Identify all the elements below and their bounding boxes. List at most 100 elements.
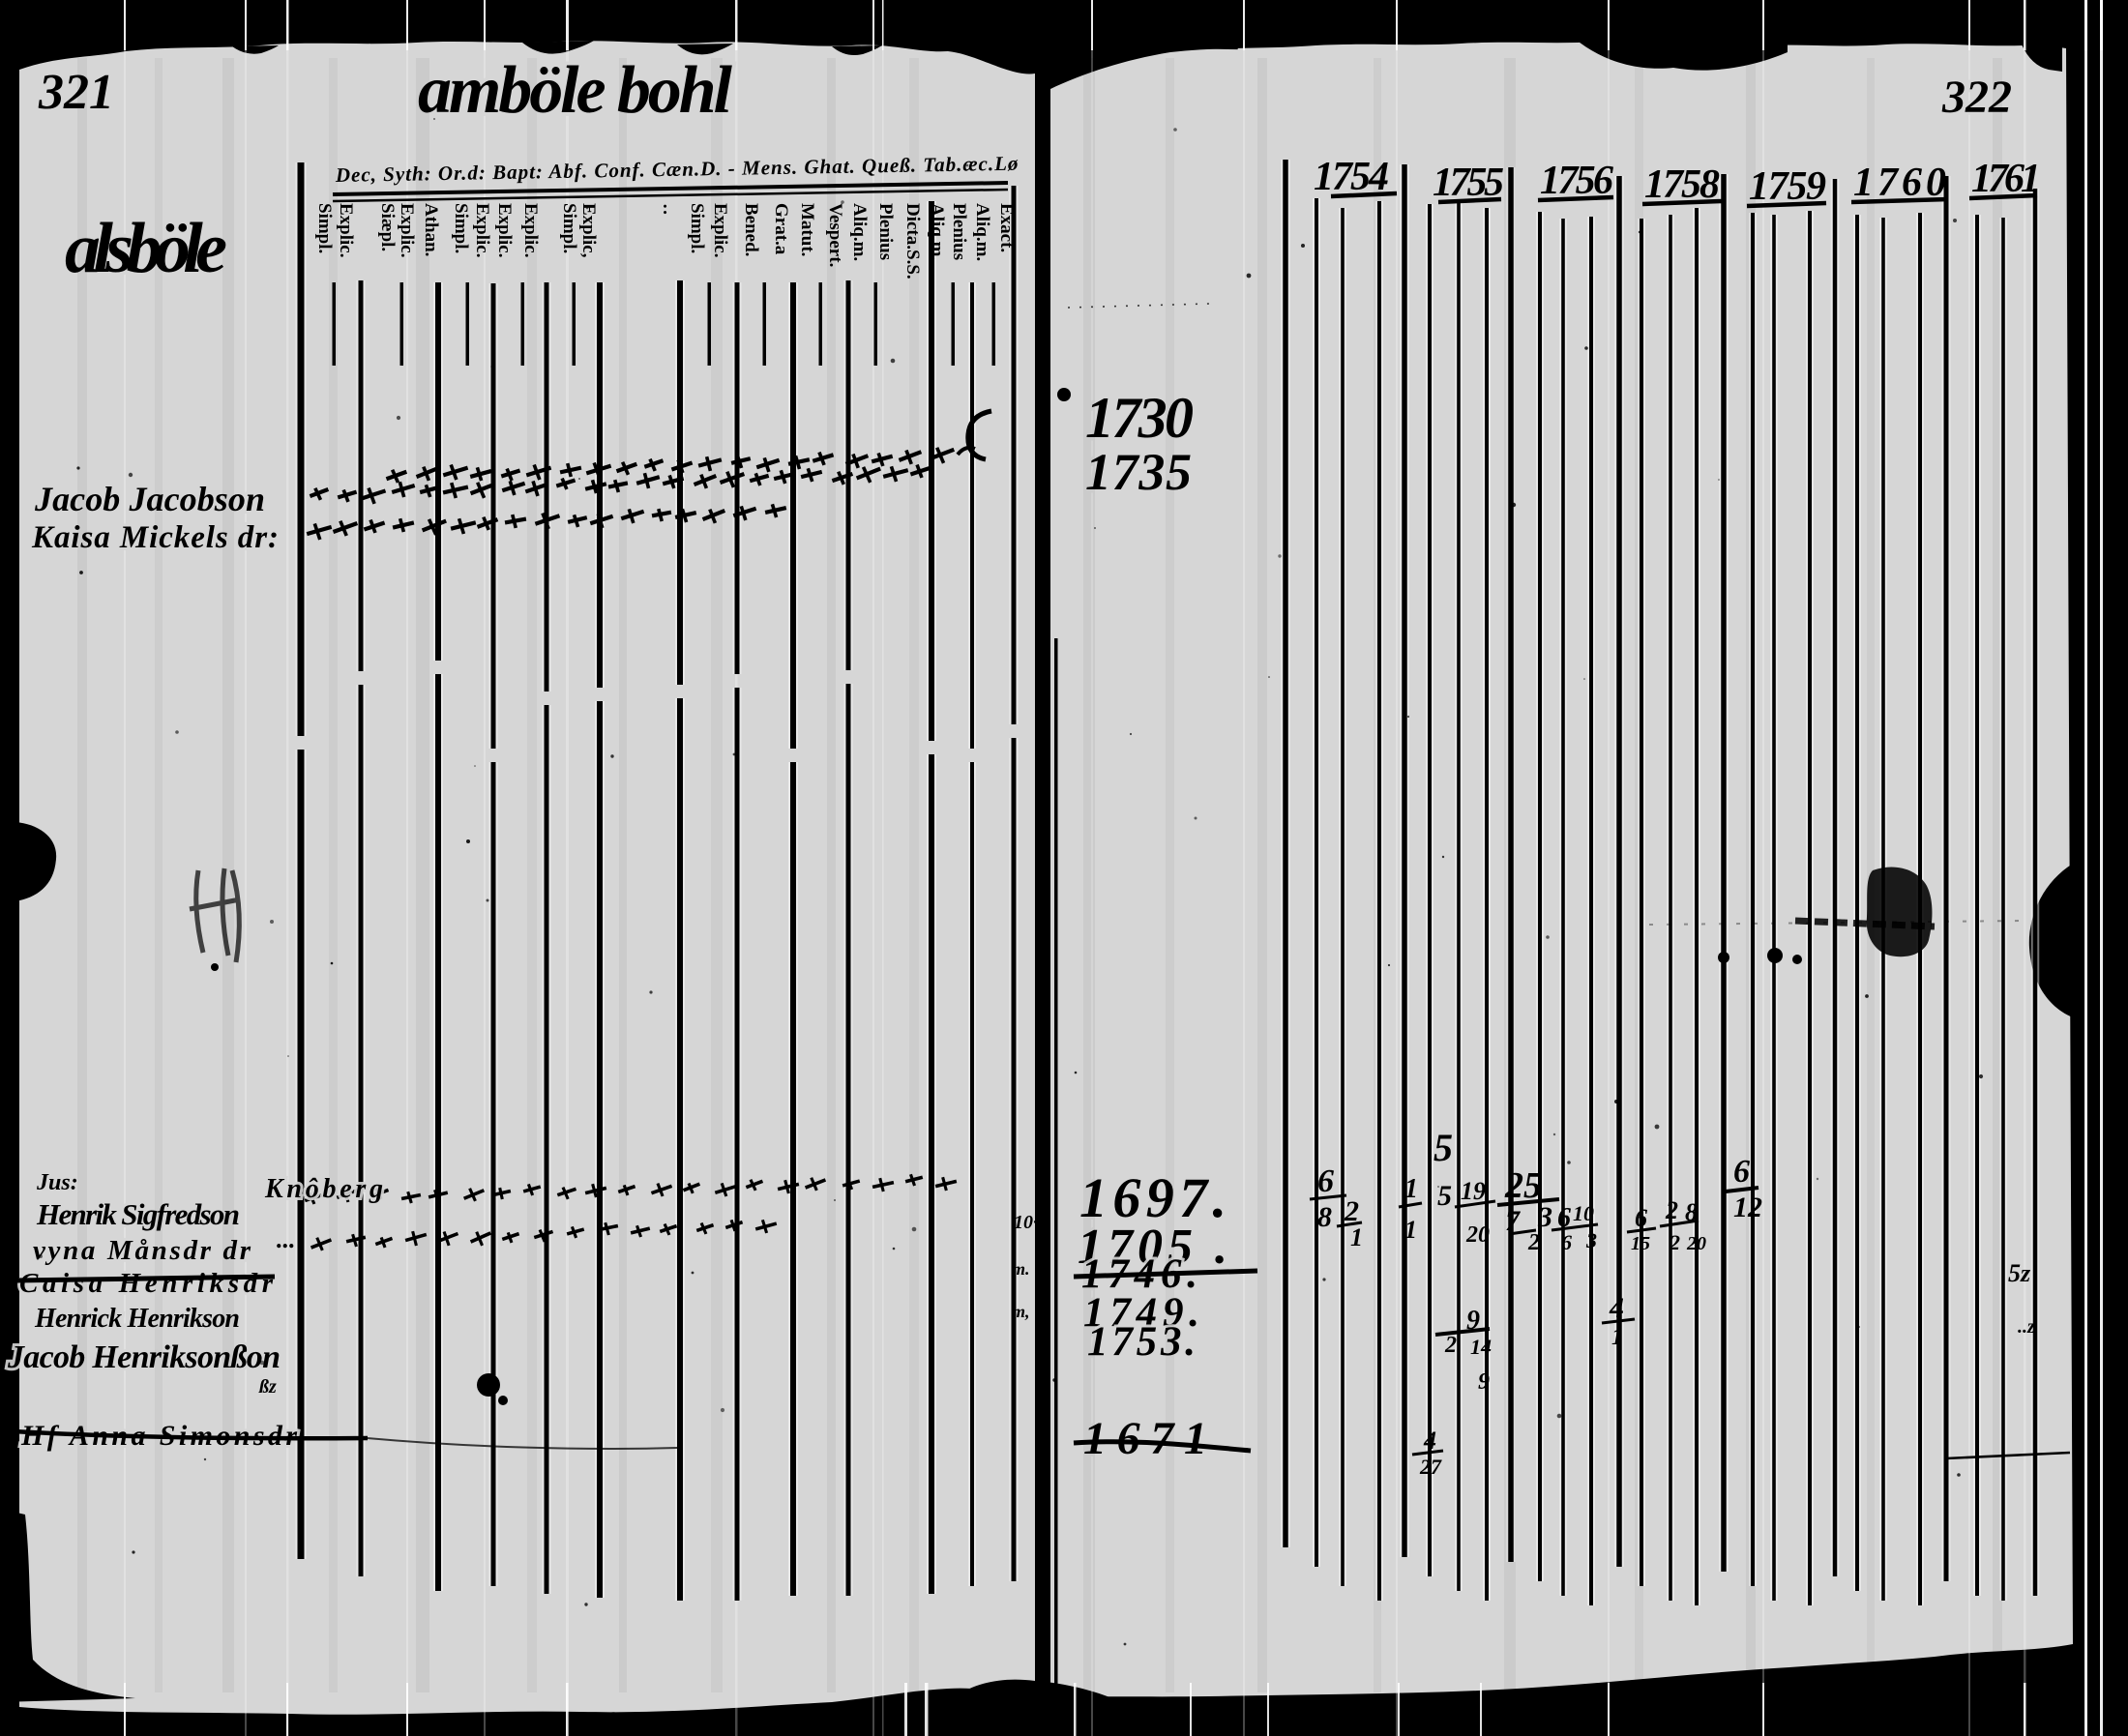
svg-text:322: 322 — [1941, 72, 2012, 123]
svg-text:Jacob Jacobson: Jacob Jacobson — [34, 480, 265, 518]
svg-text:Exact.: Exact. — [996, 203, 1017, 252]
svg-text:4: 4 — [1609, 1292, 1624, 1324]
svg-text:Jacob Henriksonßon: Jacob Henriksonßon — [7, 1339, 281, 1375]
svg-text:6: 6 — [1635, 1204, 1647, 1232]
svg-text:1735: 1735 — [1085, 443, 1192, 501]
svg-text:alsböle: alsböle — [65, 209, 227, 288]
svg-text:Simpl.: Simpl. — [451, 203, 471, 253]
svg-text:Henrik Sigfredson: Henrik Sigfredson — [36, 1197, 240, 1231]
svg-text:Aliq.m.: Aliq.m. — [849, 203, 870, 261]
svg-text:1: 1 — [1404, 1174, 1418, 1204]
svg-text:ßz: ßz — [258, 1376, 277, 1398]
svg-text:2: 2 — [1669, 1230, 1680, 1254]
svg-text:Knôberg: Knôberg — [264, 1174, 383, 1204]
svg-text:Grat.a: Grat.a — [771, 203, 791, 255]
svg-text:Explic.: Explic. — [336, 203, 356, 257]
svg-text:8: 8 — [1317, 1201, 1332, 1233]
svg-text:Simpl.: Simpl. — [314, 203, 335, 253]
svg-text:1: 1 — [1611, 1325, 1623, 1350]
svg-text:Caisa Henriksdr: Caisa Henriksdr — [19, 1268, 274, 1299]
svg-text:Siæpl.: Siæpl. — [377, 203, 398, 251]
svg-text:5: 5 — [1433, 1126, 1453, 1169]
svg-text:Simpl.: Simpl. — [687, 203, 707, 253]
svg-text:Aliq.m.: Aliq.m. — [972, 203, 992, 261]
svg-text:··: ·· — [654, 203, 674, 216]
svg-text:27: 27 — [1419, 1455, 1442, 1479]
svg-text:Henrick Henrikson: Henrick Henrikson — [34, 1304, 240, 1334]
svg-text:Explic.: Explic. — [520, 203, 541, 257]
svg-text:Jus:: Jus: — [36, 1170, 78, 1195]
svg-text:321: 321 — [38, 65, 114, 120]
svg-text:10: 10 — [1573, 1201, 1594, 1225]
svg-text:alsböle: alsböle — [65, 209, 227, 288]
svg-text:2: 2 — [1444, 1333, 1457, 1358]
svg-text:10·r: 10·r — [1014, 1212, 1046, 1233]
svg-text:...: ... — [276, 1225, 295, 1253]
svg-text:Jacob Henriksonßon: Jacob Henriksonßon — [7, 1339, 281, 1375]
svg-text:vyna Månsdr dr: vyna Månsdr dr — [33, 1235, 251, 1266]
svg-text:Henrick Henrikson: Henrick Henrikson — [34, 1304, 240, 1334]
svg-text:2: 2 — [1665, 1196, 1678, 1224]
svg-text:Explic.: Explic. — [472, 203, 492, 257]
svg-text:8: 8 — [1685, 1198, 1698, 1226]
svg-text:7: 7 — [1505, 1205, 1521, 1237]
svg-text:amböle bohl: amböle bohl — [418, 53, 733, 128]
svg-text:6: 6 — [1561, 1230, 1572, 1254]
svg-text:1697.: 1697. — [1079, 1166, 1227, 1229]
svg-text:Explic.: Explic. — [397, 203, 417, 257]
svg-text:Dicta.S.S.: Dicta.S.S. — [902, 203, 923, 280]
svg-text:Explic,: Explic, — [578, 203, 599, 258]
svg-text:3: 3 — [1537, 1201, 1552, 1233]
svg-text:9: 9 — [1466, 1306, 1480, 1336]
svg-text:..z: ..z — [2018, 1316, 2035, 1338]
svg-text:1730: 1730 — [1085, 386, 1194, 450]
svg-text:5: 5 — [1437, 1180, 1452, 1212]
svg-text:Athan.: Athan. — [421, 203, 441, 256]
svg-text:Matut.: Matut. — [797, 203, 817, 256]
svg-text:Jacob Jacobson: Jacob Jacobson — [34, 480, 265, 518]
svg-text:amböle bohl: amböle bohl — [418, 53, 733, 128]
svg-text:1: 1 — [1350, 1223, 1363, 1251]
svg-text:1753.: 1753. — [1087, 1319, 1196, 1365]
svg-text:m.: m. — [1012, 1259, 1030, 1279]
svg-text:19: 19 — [1461, 1177, 1486, 1205]
svg-text:Aliq.m.: Aliq.m. — [927, 203, 947, 261]
svg-text:Plenius: Plenius — [875, 203, 896, 260]
svg-text:4: 4 — [1423, 1427, 1436, 1455]
svg-text:Kaisa Mickels dr:: Kaisa Mickels dr: — [31, 520, 279, 555]
svg-text:1749.: 1749. — [1083, 1290, 1199, 1336]
svg-text:Vespert.: Vespert. — [825, 203, 845, 267]
svg-text:Plenius: Plenius — [949, 203, 969, 260]
svg-text:1730: 1730 — [1085, 386, 1194, 450]
svg-text:12: 12 — [1733, 1192, 1762, 1223]
svg-text:322: 322 — [1941, 72, 2012, 123]
svg-text:Bened.: Bened. — [741, 203, 761, 256]
svg-text:Simpl.: Simpl. — [559, 203, 579, 253]
svg-text:6: 6 — [1733, 1154, 1750, 1190]
svg-text:2: 2 — [1527, 1230, 1540, 1255]
svg-text:ßz: ßz — [258, 1376, 277, 1398]
svg-text:15: 15 — [1631, 1233, 1650, 1254]
svg-text:20: 20 — [1686, 1233, 1706, 1254]
svg-text:9: 9 — [1478, 1369, 1490, 1395]
svg-text:321: 321 — [38, 65, 114, 120]
svg-text:3: 3 — [1585, 1228, 1597, 1252]
svg-text:1754: 1754 — [1314, 155, 1389, 199]
svg-text:1: 1 — [1404, 1216, 1417, 1244]
svg-text:m,: m, — [1012, 1302, 1030, 1321]
svg-text:20: 20 — [1465, 1222, 1490, 1248]
svg-text:Explic.: Explic. — [494, 203, 515, 257]
svg-text:1705 .: 1705 . — [1078, 1220, 1227, 1275]
svg-text:1749.: 1749. — [1083, 1290, 1199, 1336]
svg-text:14: 14 — [1470, 1335, 1492, 1359]
svg-text:6: 6 — [1317, 1163, 1334, 1199]
svg-text:1705 .: 1705 . — [1078, 1220, 1227, 1275]
svg-text:6: 6 — [1557, 1203, 1571, 1233]
svg-text:Henrik Sigfredson: Henrik Sigfredson — [36, 1197, 240, 1231]
svg-text:Explic.: Explic. — [710, 203, 730, 257]
svg-text:5z: 5z — [2008, 1259, 2031, 1287]
svg-text:vyna Månsdr dr: vyna Månsdr dr — [33, 1235, 251, 1266]
svg-text:1697.: 1697. — [1079, 1166, 1227, 1229]
svg-text:Kaisa Mickels dr:: Kaisa Mickels dr: — [31, 520, 279, 555]
svg-text:1753.: 1753. — [1087, 1319, 1196, 1365]
